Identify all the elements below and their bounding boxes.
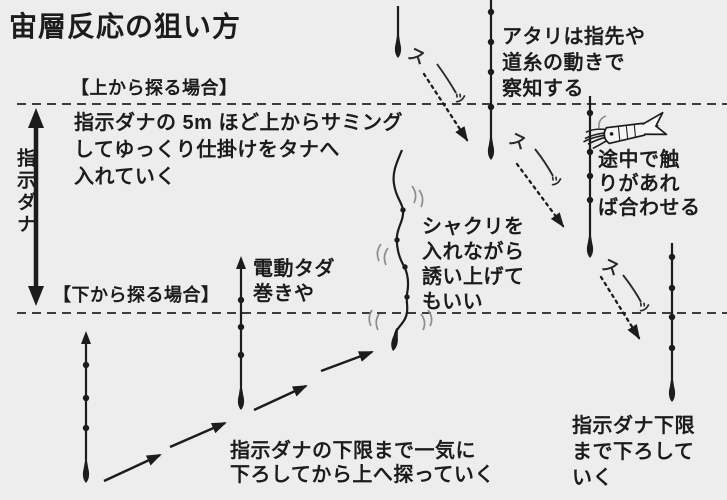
descent-arrow-3 (599, 275, 641, 340)
bead (82, 394, 90, 402)
up-arrowhead (81, 331, 91, 344)
bead (487, 8, 495, 16)
note-line: 電動タダ (253, 258, 335, 280)
note-line: 巻きや (253, 283, 315, 305)
note-line: いく (572, 467, 613, 489)
note-line: 入れていく (74, 166, 176, 188)
sinker-icon (668, 379, 676, 402)
bead (586, 109, 594, 117)
note-line: アタリは指先や (502, 26, 646, 48)
bead (586, 196, 594, 204)
rig-center-top (487, 0, 495, 160)
bead (404, 294, 410, 300)
note-line: 誘い上げて (422, 266, 525, 288)
sinker-icon (82, 460, 90, 483)
bead (400, 207, 406, 213)
note-drop-fast: 指示ダナの下限まで一気に 下ろしてから上へ探っていく (230, 439, 495, 487)
squid-eye (609, 132, 614, 136)
rig-squid (586, 96, 594, 258)
note-line: 入れながら (422, 241, 525, 263)
descent-arrows (422, 72, 641, 340)
wave-marks (368, 185, 433, 331)
ascent-arrow-3 (253, 384, 308, 412)
bead (402, 264, 408, 270)
sfx-swoosh-lines (436, 63, 642, 303)
note-line: 指示ダナの下限まで一気に (230, 440, 476, 462)
ascent-arrow-4 (320, 350, 374, 373)
descent-arrow-1 (422, 72, 469, 142)
note-line: 下ろしてから上へ探っていく (230, 464, 495, 486)
bead (237, 323, 245, 331)
sinker-icon (389, 327, 401, 352)
bead (668, 344, 676, 352)
tana-range-arrow (28, 108, 44, 306)
note-thumbing: 指示ダナの 5m ほど上からサミング してゆっくり仕掛けをタナへ 入れていく (74, 110, 403, 191)
rig-wavy (389, 149, 410, 352)
section-label-from-bottom: 【下から探る場合】 (53, 285, 220, 305)
bead (668, 253, 676, 261)
bead (237, 351, 245, 359)
rig-bottom-left (81, 331, 91, 483)
up-arrowhead (236, 256, 246, 269)
note-line: 指示ダナの 5m ほど上からサミング (74, 112, 404, 134)
bead (82, 361, 90, 369)
sinker-icon (586, 235, 594, 258)
swoosh-line-1 (436, 63, 457, 94)
bead (237, 296, 245, 304)
bead (586, 172, 594, 180)
tana-range-label: 指示ダナ (14, 148, 35, 236)
rig-bottom-middle (236, 256, 246, 410)
bead (487, 68, 495, 76)
ascent-arrows (103, 350, 374, 483)
bead (82, 424, 90, 432)
descent-arrow-2 (515, 162, 565, 228)
note-shakuri: シャクリを 入れながら 誘い上げて もいい (422, 215, 525, 315)
sinker-icon (394, 35, 402, 58)
squid-icon (583, 111, 668, 150)
splash-mark (598, 115, 607, 129)
note-lower-limit: 指示ダナ下限 まで下ろして いく (572, 413, 695, 491)
sinker-icon (487, 137, 495, 160)
section-label-from-top: 【上から探る場合】 (71, 78, 238, 98)
bead (668, 313, 676, 321)
bead (586, 148, 594, 156)
note-line: シャクリを (422, 216, 525, 238)
note-line: もいい (422, 291, 484, 313)
bead (487, 38, 495, 46)
sinker-icon (237, 387, 245, 410)
note-touch: 途中で触 りがあれ ば合わせる (598, 148, 701, 220)
note-electric: 電動タダ 巻きや (253, 257, 335, 307)
swoosh-line-3 (622, 274, 642, 303)
note-line: 指示ダナ下限 (572, 415, 695, 437)
ascent-arrow-2 (169, 421, 227, 449)
note-line: 道糸の動きで (502, 52, 625, 74)
note-atari: アタリは指先や 道糸の動きで 察知する (502, 24, 646, 102)
ascent-arrow-1 (103, 453, 162, 483)
note-line: 途中で触 (598, 149, 680, 171)
rig-far-right (668, 243, 676, 402)
swoosh-line-2 (534, 148, 554, 177)
note-line: まで下ろして (572, 441, 695, 463)
note-line: りがあれ (598, 173, 680, 195)
rig-top-left (394, 6, 402, 58)
squid-fin (641, 111, 668, 136)
bead (487, 103, 495, 111)
diagram-title: 宙層反応の狙い方 (9, 11, 242, 42)
note-line: 察知する (502, 78, 584, 100)
bead (394, 237, 400, 243)
note-line: ば合わせる (598, 197, 701, 219)
bead (668, 284, 676, 292)
note-line: してゆっくり仕掛けをタナへ (74, 139, 340, 161)
